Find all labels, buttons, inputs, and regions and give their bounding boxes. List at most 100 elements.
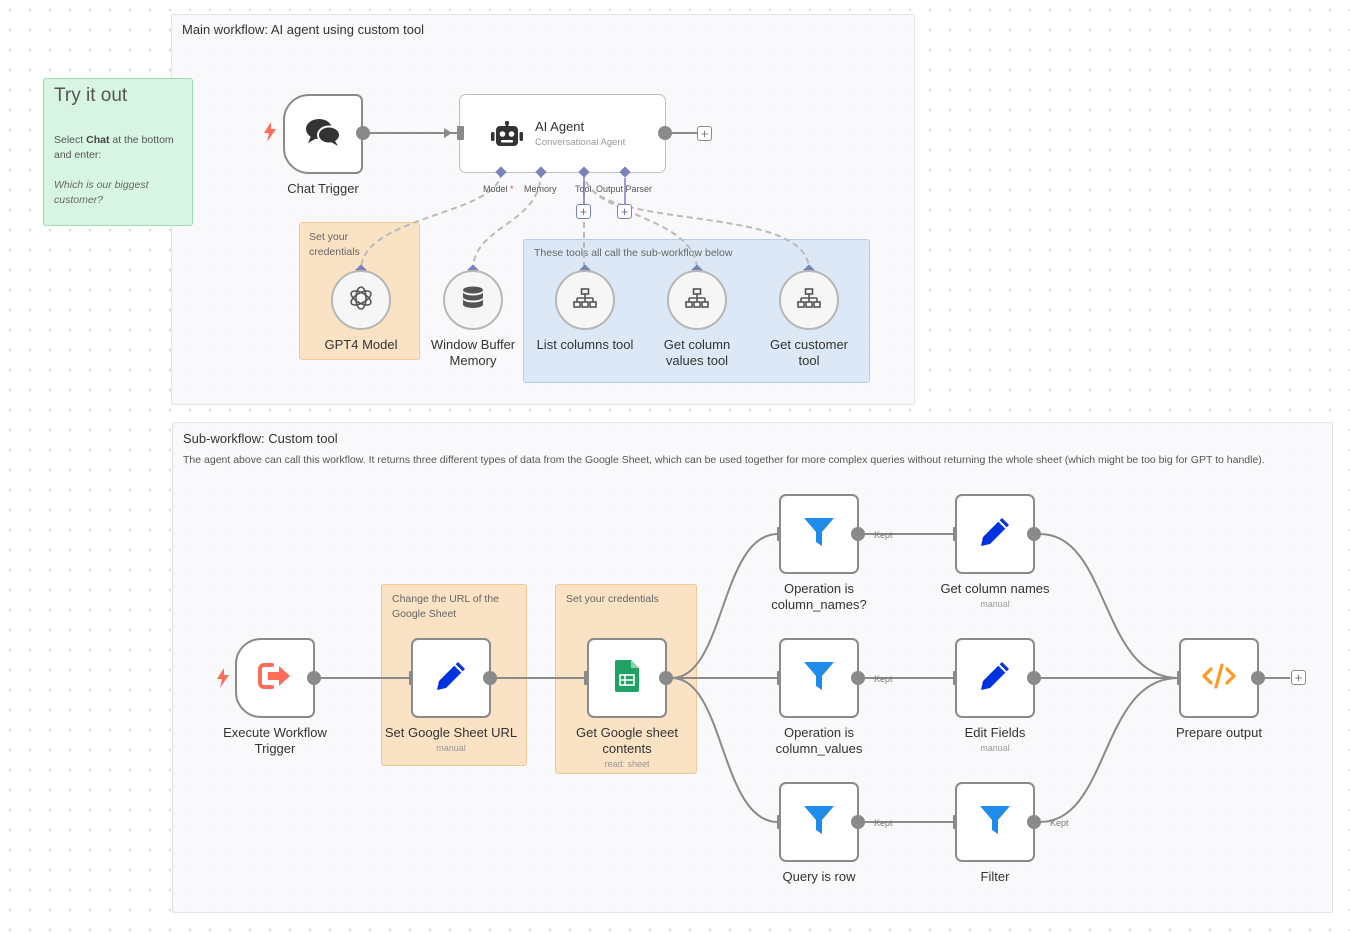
try-it-out-instruction: Select Chat at the bottom and enter: [54, 133, 174, 163]
sub-workflow-frame [172, 422, 1333, 913]
execute-workflow-trigger-node[interactable] [235, 638, 315, 718]
filter-icon [979, 804, 1011, 841]
ai-agent-output-handle[interactable] [658, 126, 672, 140]
add-output-parser-button[interactable]: + [617, 204, 632, 219]
openai-icon [348, 285, 374, 316]
set-sheet-url-output-handle[interactable] [483, 671, 497, 685]
get-column-values-tool-node[interactable] [667, 270, 727, 330]
try-it-out-example: Which is our biggest customer? [54, 179, 149, 206]
filter-output-handle[interactable] [1027, 815, 1041, 829]
wire-tool-to-customer [583, 171, 810, 271]
filter-icon [803, 804, 835, 841]
set-google-sheet-url-subtitle: manual [436, 743, 466, 753]
wire-memory-to-buffer [472, 171, 542, 271]
window-buffer-memory-node[interactable] [443, 270, 503, 330]
op-values-output-handle[interactable] [851, 671, 865, 685]
window-buffer-memory-label: Window Buffer Memory [430, 337, 516, 368]
pen-icon [978, 515, 1012, 554]
query-row-output-handle[interactable] [851, 815, 865, 829]
get-customer-tool-label: Get customer tool [769, 337, 849, 368]
wire-sheet-to-query-row [671, 677, 779, 823]
try-it-out-title: Try it out [54, 85, 128, 106]
google-sheets-icon [615, 659, 639, 697]
operation-is-column-values-label: Operation is column_values [775, 725, 863, 756]
get-names-output-handle[interactable] [1027, 527, 1041, 541]
list-columns-tool-label: List columns tool [536, 337, 634, 352]
code-icon [1202, 662, 1236, 694]
credentials-note-bottom-text: Set your credentials [566, 593, 659, 605]
edit-fields-node[interactable] [955, 638, 1035, 718]
chat-trigger-node[interactable] [283, 94, 363, 174]
sub-workflow-title: Sub-workflow: Custom tool [183, 431, 338, 446]
chat-trigger-output-handle[interactable] [356, 126, 370, 140]
operation-is-column-values-node[interactable] [779, 638, 859, 718]
query-row-kept-label: Kept [874, 818, 893, 828]
main-workflow-title: Main workflow: AI agent using custom too… [182, 22, 425, 37]
get-customer-tool-node[interactable] [779, 270, 839, 330]
prepare-output-output-handle[interactable] [1251, 671, 1265, 685]
filter-icon [803, 660, 835, 697]
filter-label: Filter [980, 869, 1010, 884]
query-is-row-label: Query is row [782, 869, 856, 884]
get-google-sheet-contents-subtitle: read: sheet [604, 759, 650, 769]
get-sheet-output-handle[interactable] [659, 671, 673, 685]
edit-fields-output-handle[interactable] [1027, 671, 1041, 685]
list-columns-tool-node[interactable] [555, 270, 615, 330]
add-tool-button[interactable]: + [576, 204, 591, 219]
memory-connector-label: Memory [524, 184, 557, 194]
execute-trigger-output-handle[interactable] [307, 671, 321, 685]
execute-workflow-trigger-label: Execute Workflow Trigger [223, 725, 327, 756]
instruction-post: at the bottom and enter: [54, 134, 174, 161]
op-values-kept-label: Kept [874, 674, 893, 684]
credentials-note-top-text: Set your credentials [309, 231, 360, 258]
instruction-bold: Chat [86, 134, 110, 146]
change-url-note-text: Change the URL of the Google Sheet [392, 593, 500, 620]
wire-get-names-to-prepare [1039, 533, 1179, 679]
prepare-output-label: Prepare output [1175, 725, 1262, 740]
ai-agent-add-node-button[interactable]: + [697, 126, 712, 141]
set-google-sheet-url-label: Set Google Sheet URL [384, 725, 518, 740]
sub-workflow-description: The agent above can call this workflow. … [183, 454, 1265, 466]
robot-icon [491, 120, 523, 154]
edit-fields-subtitle: manual [980, 743, 1010, 753]
get-google-sheet-contents-node[interactable] [587, 638, 667, 718]
filter-kept-label: Kept [1050, 818, 1069, 828]
edit-fields-label: Edit Fields [964, 725, 1026, 740]
database-icon [462, 286, 484, 315]
gpt4-model-node[interactable] [331, 270, 391, 330]
filter-node[interactable] [955, 782, 1035, 862]
get-column-values-tool-label: Get column values tool [663, 337, 731, 368]
sign-out-icon [258, 662, 292, 695]
chat-bubbles-icon [305, 117, 341, 152]
prepare-output-node[interactable] [1179, 638, 1259, 718]
instruction-pre: Select [54, 134, 87, 146]
filter-icon [803, 516, 835, 553]
ai-agent-subtitle: Conversational Agent [535, 137, 626, 148]
op-names-output-handle[interactable] [851, 527, 865, 541]
ai-agent-node[interactable]: AI Agent Conversational Agent [459, 94, 666, 173]
model-connector-label: Model * [483, 184, 514, 194]
wire-sheet-to-op-names [671, 533, 779, 679]
gpt4-model-label: GPT4 Model [324, 337, 398, 352]
output-parser-connector-label: Output Parser [596, 184, 653, 194]
operation-is-column-names-label: Operation is column_names? [771, 581, 867, 612]
chat-trigger-label: Chat Trigger [287, 181, 359, 196]
op-names-kept-label: Kept [874, 530, 893, 540]
pen-icon [434, 659, 468, 698]
chat-trigger-bolt-icon [264, 122, 276, 147]
get-column-names-node[interactable] [955, 494, 1035, 574]
query-is-row-node[interactable] [779, 782, 859, 862]
operation-is-column-names-node[interactable] [779, 494, 859, 574]
get-google-sheet-contents-label: Get Google sheet contents [576, 725, 678, 756]
tool-connector-label: Tool [575, 184, 592, 194]
set-google-sheet-url-node[interactable] [411, 638, 491, 718]
ai-agent-input-handle[interactable] [457, 126, 464, 140]
try-it-out-note[interactable]: Try it out Select Chat at the bottom and… [43, 78, 193, 226]
pen-icon [978, 659, 1012, 698]
sitemap-icon [685, 287, 709, 313]
get-column-names-label: Get column names [940, 581, 1050, 596]
sitemap-icon [573, 287, 597, 313]
prepare-output-add-node-button[interactable]: + [1291, 670, 1306, 685]
ai-agent-title: AI Agent [535, 119, 585, 134]
